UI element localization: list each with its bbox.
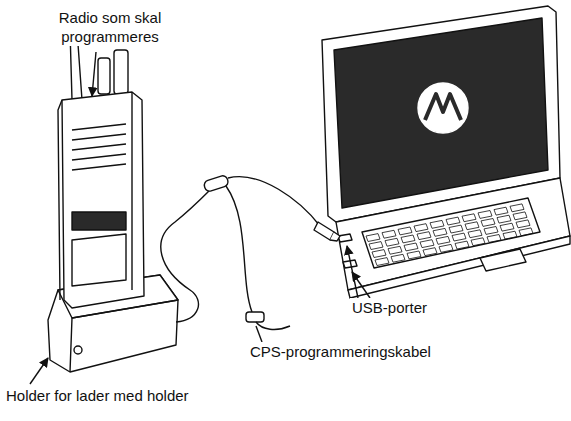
- keyboard-key: [417, 232, 431, 240]
- keyboard-key: [423, 248, 437, 256]
- touchpad: [480, 249, 526, 271]
- keyboard-key: [503, 231, 517, 239]
- logo-mark: [425, 94, 461, 120]
- cable: [226, 186, 252, 312]
- keyboard-key: [391, 254, 405, 262]
- keyboard-key: [375, 258, 389, 266]
- cable: [256, 322, 290, 329]
- keyboard-key: [449, 225, 463, 233]
- cable-inline-module: [203, 175, 229, 193]
- keyboard-key: [500, 223, 514, 231]
- part-label: Radio som skal programmeres: [48, 8, 172, 46]
- leader-arrow: [352, 272, 370, 298]
- keyboard-key: [366, 234, 380, 242]
- keyboard-key: [404, 243, 418, 251]
- leader-arrow: [92, 52, 96, 96]
- keyboard-key: [398, 227, 412, 235]
- keyboard-key: [471, 238, 485, 246]
- keyboard-key: [388, 246, 402, 254]
- part-label: Holder for lader med holder: [4, 386, 191, 405]
- keyboard-key: [478, 211, 492, 219]
- radio-knob: [98, 58, 110, 94]
- usb-plug: [314, 222, 334, 240]
- charger-front: [70, 300, 178, 372]
- usb-port: [338, 234, 352, 242]
- keyboard-key: [382, 230, 396, 238]
- radio-knob: [114, 50, 128, 94]
- cable: [161, 190, 210, 322]
- radio-display: [72, 212, 126, 230]
- keyboard-key: [516, 220, 530, 228]
- keyboard-key: [462, 214, 476, 222]
- keyboard-key: [433, 228, 447, 236]
- keyboard-key: [497, 215, 511, 223]
- keyboard-key: [414, 224, 428, 232]
- keyboard-key: [401, 235, 415, 243]
- keyboard-key: [494, 207, 508, 215]
- cable: [228, 177, 320, 226]
- logo-circle: [418, 83, 468, 133]
- keyboard-key: [446, 217, 460, 225]
- keyboard-key: [369, 242, 383, 250]
- radio-side: [58, 92, 132, 300]
- radio-grille: [72, 124, 126, 170]
- keyboard-key: [484, 227, 498, 235]
- keyboard-key: [481, 219, 495, 227]
- keyboard-key: [439, 244, 453, 252]
- part-label: CPS-programmeringskabel: [248, 342, 433, 361]
- keyboard-key: [407, 251, 421, 259]
- leader-arrow: [30, 358, 48, 384]
- leader-line: [256, 326, 262, 342]
- keyboard-key: [510, 204, 524, 212]
- laptop-screen: [334, 18, 548, 208]
- keyboard-key: [420, 240, 434, 248]
- keyboard-key: [452, 233, 466, 241]
- keyboard-key: [385, 238, 399, 246]
- ferrite-bead: [246, 312, 264, 322]
- keyboard-key: [465, 222, 479, 230]
- keyboard-key: [436, 236, 450, 244]
- keyboard-key: [372, 250, 386, 258]
- usb-plug-tip: [330, 232, 340, 241]
- charger-led: [74, 346, 82, 354]
- keyboard-key: [430, 220, 444, 228]
- keyboard-key: [468, 230, 482, 238]
- keyboard-key: [513, 212, 527, 220]
- keyboard-key: [455, 241, 469, 249]
- part-label: USB-porter: [350, 298, 429, 317]
- keyboard-key: [487, 235, 501, 243]
- keyboard-key: [519, 228, 533, 236]
- radio-label-area: [72, 234, 126, 286]
